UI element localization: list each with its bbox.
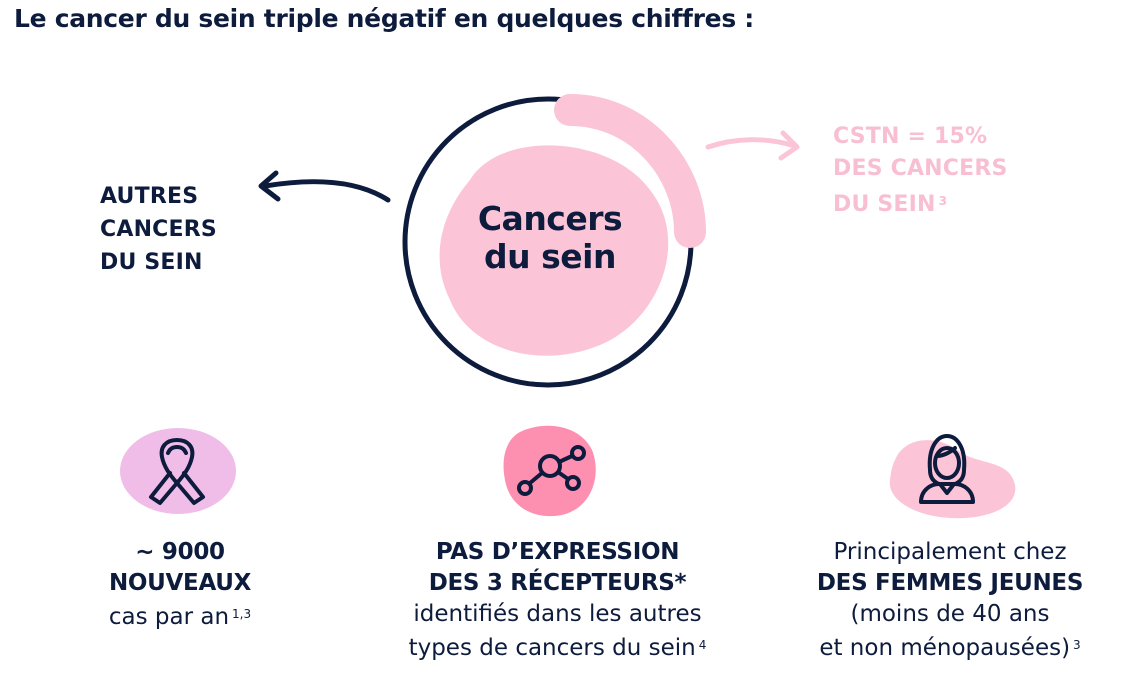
molecule-icon-badge (500, 420, 600, 524)
right-arrow-head (778, 130, 800, 161)
left-arrow-head (258, 170, 281, 202)
other-cancers-line2: CANCERS (100, 217, 217, 242)
stat-young-women-strong: DES FEMMES JEUNES (816, 570, 1084, 596)
center-blob (439, 145, 669, 356)
left-arrow-line (262, 179, 391, 203)
woman-icon (919, 434, 975, 504)
molecule-blob (503, 425, 596, 517)
stat-new-cases-text: cas par an (108, 604, 230, 630)
stat-young-women-light2-text: et non ménopausées) (819, 635, 1071, 661)
molecule-icon (517, 445, 586, 496)
stat-receptors-strong1: PAS D’EXPRESSION (435, 539, 680, 565)
stat-receptors-light2-text: types de cancers du sein (408, 635, 696, 661)
stat-new-cases-number: ~ 9000 (135, 539, 225, 565)
other-cancers-label: AUTRES CANCERS DU SEIN (100, 180, 217, 279)
page-title: Le cancer du sein triple négatif en quel… (14, 4, 754, 33)
other-cancers-line1: AUTRES (100, 184, 199, 209)
woman-icon-badge (885, 430, 1020, 524)
center-label-line1: Cancers (477, 199, 623, 238)
center-label: Cancers du sein (455, 200, 645, 276)
stat-receptors: PAS D’EXPRESSION DES 3 RÉCEPTEURS* ident… (380, 537, 735, 664)
cstn-line3-text: DU SEIN (833, 192, 936, 217)
stat-receptors-light1: identifiés dans les autres (413, 601, 702, 627)
right-arrow-line (705, 137, 798, 150)
other-cancers-line3: DU SEIN (100, 250, 203, 275)
stat-new-cases-strong: NOUVEAUX (108, 570, 252, 596)
stat-receptors-reference: 4 (698, 638, 707, 652)
stat-young-women-light1: (moins de 40 ans (850, 601, 1050, 627)
stat-young-women-reference: 3 (1073, 638, 1081, 652)
center-label-line2: du sein (484, 237, 616, 276)
stat-young-women-light2: et non ménopausées)3 (795, 630, 1105, 664)
stat-young-women: Principalement chez DES FEMMES JEUNES (m… (795, 537, 1105, 664)
ribbon-icon (149, 438, 205, 505)
stat-receptors-strong2: DES 3 RÉCEPTEURS* (428, 570, 687, 596)
pink-arc-segment (554, 94, 706, 248)
stat-young-women-light0: Principalement chez (833, 539, 1067, 565)
cstn-line1: CSTN = 15% (833, 124, 988, 149)
ribbon-blob (120, 428, 236, 514)
cstn-reference: 3 (938, 194, 948, 208)
cstn-line2: DES CANCERS (833, 156, 1008, 181)
stat-new-cases-reference: 1,3 (232, 607, 252, 621)
ribbon-icon-badge (118, 425, 240, 524)
